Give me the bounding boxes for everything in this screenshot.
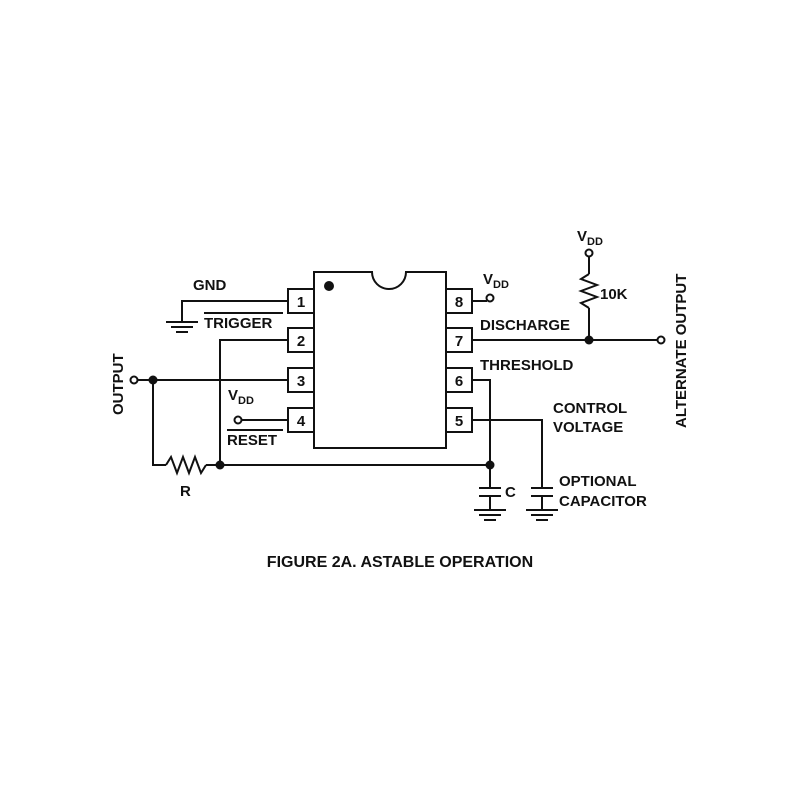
control-voltage-line2: VOLTAGE [553,419,623,436]
reset-label: RESET [227,432,277,449]
threshold-label: THRESHOLD [480,357,574,374]
threshold-wire [472,379,491,488]
reset-terminal[interactable] [233,415,243,425]
pin-4: 4 [287,407,315,433]
optional-capacitor-line2: CAPACITOR [559,493,647,510]
pin-2: 2 [287,327,315,353]
pin-6-number: 6 [455,373,463,390]
pin-1-number: 1 [297,294,305,311]
control-wire [472,419,543,488]
pin-5-number: 5 [455,413,463,430]
left-vdd-label: VDD [228,387,254,407]
output-label: OUTPUT [110,353,127,415]
trigger-wire [219,339,288,465]
pin8-vdd-terminal[interactable] [485,293,495,303]
gnd-label: GND [193,277,227,294]
pin-7-number: 7 [455,333,463,350]
pin1-marker [324,281,334,291]
top-vdd-label: VDD [577,228,603,248]
c-label: C [505,484,516,501]
pullup-resistor [578,256,600,340]
pin-6: 6 [445,367,473,393]
trigger-junction [215,460,225,470]
pullup-value-label: 10K [600,286,628,303]
trigger-label: TRIGGER [204,315,273,332]
right-vdd-label: VDD [483,271,509,291]
control-voltage-line1: CONTROL [553,400,627,417]
alternate-output-terminal[interactable] [656,335,666,345]
ic-body [313,271,447,449]
pin-5: 5 [445,407,473,433]
top-vdd-terminal[interactable] [584,248,594,258]
r-label: R [180,483,191,500]
alternate-output-label: ALTERNATE OUTPUT [673,274,690,428]
gnd-connection [166,300,288,333]
pin-4-number: 4 [297,413,306,430]
figure-caption: FIGURE 2A. ASTABLE OPERATION [267,554,533,571]
pin-3-number: 3 [297,373,305,390]
optional-capacitor-line1: OPTIONAL [559,473,637,490]
pin-8-number: 8 [455,294,463,311]
optional-capacitor [526,487,558,521]
pin-3: 3 [287,367,315,393]
pin-1: 1 [287,288,315,314]
timing-resistor [152,380,490,476]
pin-8: 8 [445,288,473,314]
timing-capacitor [474,487,506,521]
output-terminal[interactable] [129,375,139,385]
discharge-label: DISCHARGE [480,317,570,334]
pin-7: 7 [445,327,473,353]
pin-2-number: 2 [297,333,305,350]
